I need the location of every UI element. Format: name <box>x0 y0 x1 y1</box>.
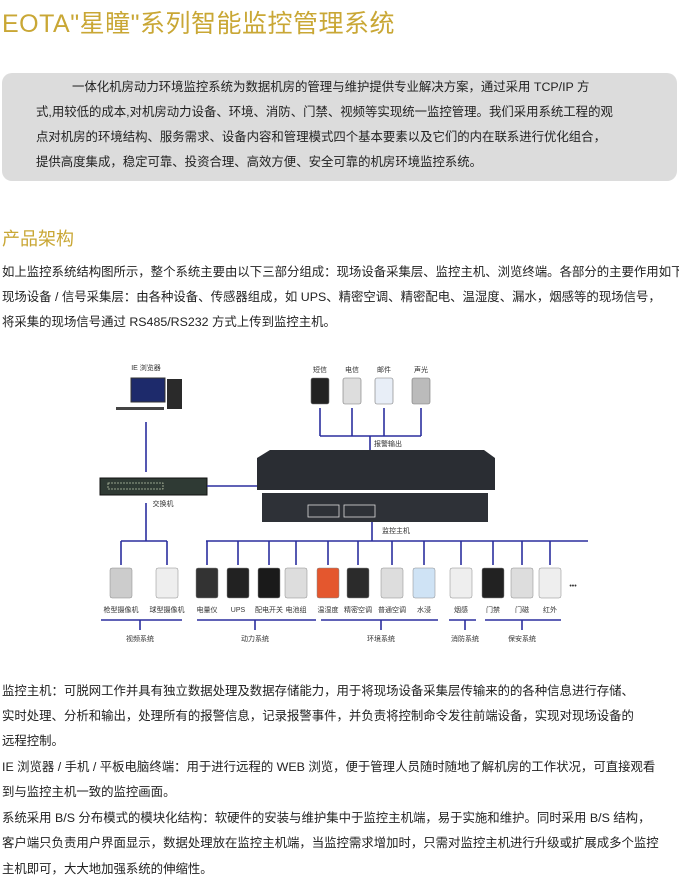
device-label: 温湿度 <box>318 605 339 614</box>
device-label: 电池组 <box>286 605 307 614</box>
more-devices-label: ••• <box>569 583 577 590</box>
alarm-device-label: 电信 <box>345 365 359 374</box>
device-label: 门禁 <box>486 605 500 614</box>
browser-label: IE 浏览器 <box>131 363 161 372</box>
device-icon <box>481 567 505 599</box>
device-icon <box>380 567 404 599</box>
intro-line: 提供高度集成，稳定可靠、投资合理、高效方便、安全可靠的机房环境监控系统。 <box>36 155 483 169</box>
bottom-line: 到与监控主机一致的监控画面。 <box>2 785 176 799</box>
intro-line: 一体化机房动力环境监控系统为数据机房的管理与维护提供专业解决方案，通过采用 TC… <box>72 80 590 94</box>
arch-line: 如上监控系统结构图所示，整个系统主要由以下三部分组成：现场设备采集层、监控主机、… <box>2 265 679 279</box>
device-icon <box>284 567 308 599</box>
alarm-device-icon <box>411 377 431 405</box>
alarm-device-icon <box>374 377 394 405</box>
group-label: 环境系统 <box>367 634 395 643</box>
bottom-line: IE 浏览器 / 手机 / 平板电脑终端：用于进行远程的 WEB 浏览，便于管理… <box>2 760 656 774</box>
device-label: 电量仪 <box>197 605 218 614</box>
device-label: 红外 <box>543 605 557 614</box>
page-title: EOTA"星瞳"系列智能监控管理系统 <box>2 10 395 38</box>
host-label: 监控主机 <box>382 526 410 535</box>
device-icon <box>109 567 133 599</box>
intro-line: 式,用较低的成本,对机房动力设备、环境、消防、门禁、视频等实现统一监控管理。我们… <box>36 105 613 119</box>
switch-label: 交换机 <box>153 499 174 508</box>
alarm-output-label: 报警输出 <box>374 439 402 448</box>
section-title: 产品架构 <box>2 229 74 249</box>
device-icon <box>226 567 250 599</box>
device-label: 烟感 <box>454 605 468 614</box>
device-label: UPS <box>231 607 246 614</box>
pc-tower-icon <box>167 379 182 409</box>
bottom-line: 远程控制。 <box>2 734 64 748</box>
device-label: 门磁 <box>515 605 529 614</box>
bottom-line: 主机即可，大大地加强系统的伸缩性。 <box>2 862 213 876</box>
group-label: 消防系统 <box>451 634 479 643</box>
monitor-icon <box>130 377 166 403</box>
device-label: 枪型摄像机 <box>104 605 139 614</box>
arch-line: 现场设备 / 信号采集层：由各种设备、传感器组成，如 UPS、精密空调、精密配电… <box>2 290 661 304</box>
switch-icon <box>99 477 208 496</box>
device-icon <box>346 567 370 599</box>
device-icon <box>155 567 179 599</box>
device-icon <box>257 567 281 599</box>
device-label: 水浸 <box>417 605 431 614</box>
device-label: 球型摄像机 <box>150 605 185 614</box>
bottom-line: 客户端只负责用户界面显示，数据处理放在监控主机端，当监控需求增加时，只需对监控主… <box>2 836 659 850</box>
device-icon <box>195 567 219 599</box>
device-icon <box>449 567 473 599</box>
bottom-line: 系统采用 B/S 分布模式的模块化结构：软硬件的安装与维护集中于监控主机端，易于… <box>2 811 651 825</box>
group-label: 动力系统 <box>241 634 269 643</box>
bottom-line: 监控主机：可脱网工作并具有独立数据处理及数据存储能力，用于将现场设备采集层传输来… <box>2 684 634 698</box>
keyboard-icon <box>116 407 164 410</box>
intro-box: 一体化机房动力环境监控系统为数据机房的管理与维护提供专业解决方案，通过采用 TC… <box>2 73 677 181</box>
device-icon <box>316 567 340 599</box>
intro-line: 点对机房的环境结构、服务需求、设备内容和管理模式四个基本要素以及它们的内在联系进… <box>36 130 606 144</box>
device-label: 精密空调 <box>344 605 372 614</box>
alarm-device-icon <box>342 377 362 405</box>
device-label: 普通空调 <box>378 605 406 614</box>
switch-ports <box>107 482 164 490</box>
alarm-device-label: 短信 <box>313 365 327 374</box>
host-ports <box>343 504 376 518</box>
alarm-device-label: 邮件 <box>377 365 391 374</box>
host-upper-icon <box>257 450 495 490</box>
device-icon <box>510 567 534 599</box>
device-icon <box>412 567 436 599</box>
group-label: 视频系统 <box>126 634 154 643</box>
host-ports <box>307 504 340 518</box>
group-label: 保安系统 <box>508 634 536 643</box>
bottom-line: 实时处理、分析和输出，处理所有的报警信息，记录报警事件，并负责将控制命令发往前端… <box>2 709 634 723</box>
device-icon <box>538 567 562 599</box>
alarm-device-label: 声光 <box>414 365 428 374</box>
arch-line: 将采集的现场信号通过 RS485/RS232 方式上传到监控主机。 <box>2 315 336 329</box>
device-label: 配电开关 <box>255 605 283 614</box>
alarm-device-icon <box>310 377 330 405</box>
